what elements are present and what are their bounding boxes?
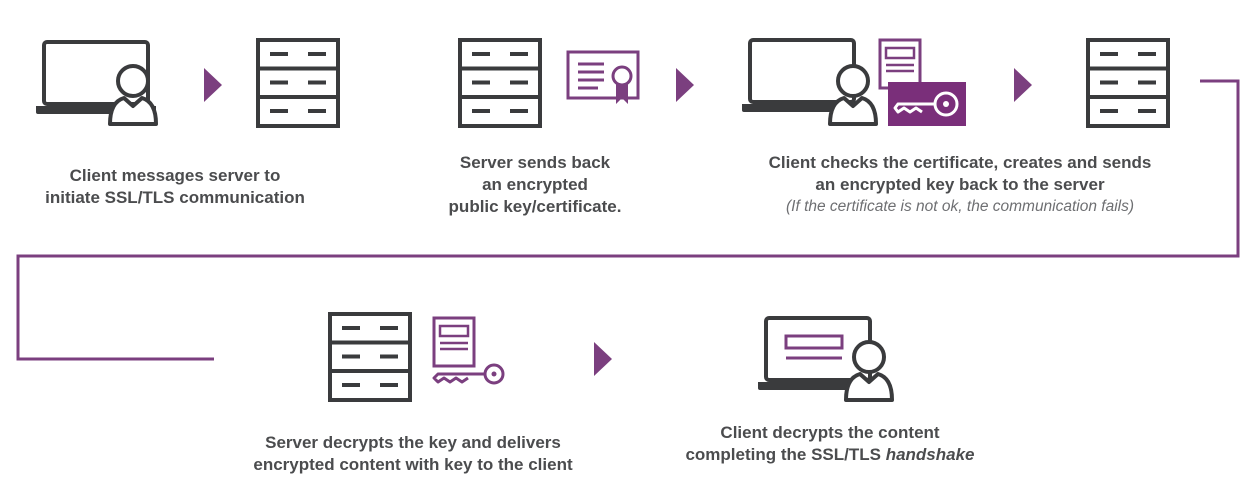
flow-connector-line	[16, 79, 1240, 361]
step-4-caption: Server decrypts the key and delivers enc…	[253, 433, 573, 474]
server-rack-icon	[1086, 38, 1170, 128]
server-rack-icon	[458, 38, 542, 128]
step-3-caption: Client checks the certificate, creates a…	[720, 152, 1200, 218]
step-2-caption: Server sends back an encrypted public ke…	[448, 153, 622, 216]
certificate-icon	[878, 38, 922, 90]
laptop-user-icon	[34, 40, 158, 126]
arrow-right-icon	[1014, 68, 1032, 102]
laptop-user-icon	[756, 316, 894, 402]
key-icon	[888, 82, 966, 126]
failure-note: (If the certificate is not ok, the commu…	[785, 198, 1135, 215]
laptop-user-icon	[740, 38, 878, 126]
step-5-caption: Client decrypts the content completing t…	[685, 423, 975, 464]
step-3-client	[740, 38, 966, 126]
certificate-icon	[432, 316, 476, 368]
server-rack-icon	[328, 312, 412, 402]
server-rack-icon	[256, 38, 340, 128]
handshake-emphasis: handshake	[885, 445, 975, 464]
step-1-client	[34, 40, 158, 126]
certificate-icon	[566, 50, 640, 104]
step-1-caption: Client messages server to initiate SSL/T…	[45, 166, 305, 207]
arrow-right-icon	[204, 68, 222, 102]
key-icon	[432, 363, 505, 385]
arrow-right-icon	[594, 342, 612, 376]
arrow-right-icon	[676, 68, 694, 102]
